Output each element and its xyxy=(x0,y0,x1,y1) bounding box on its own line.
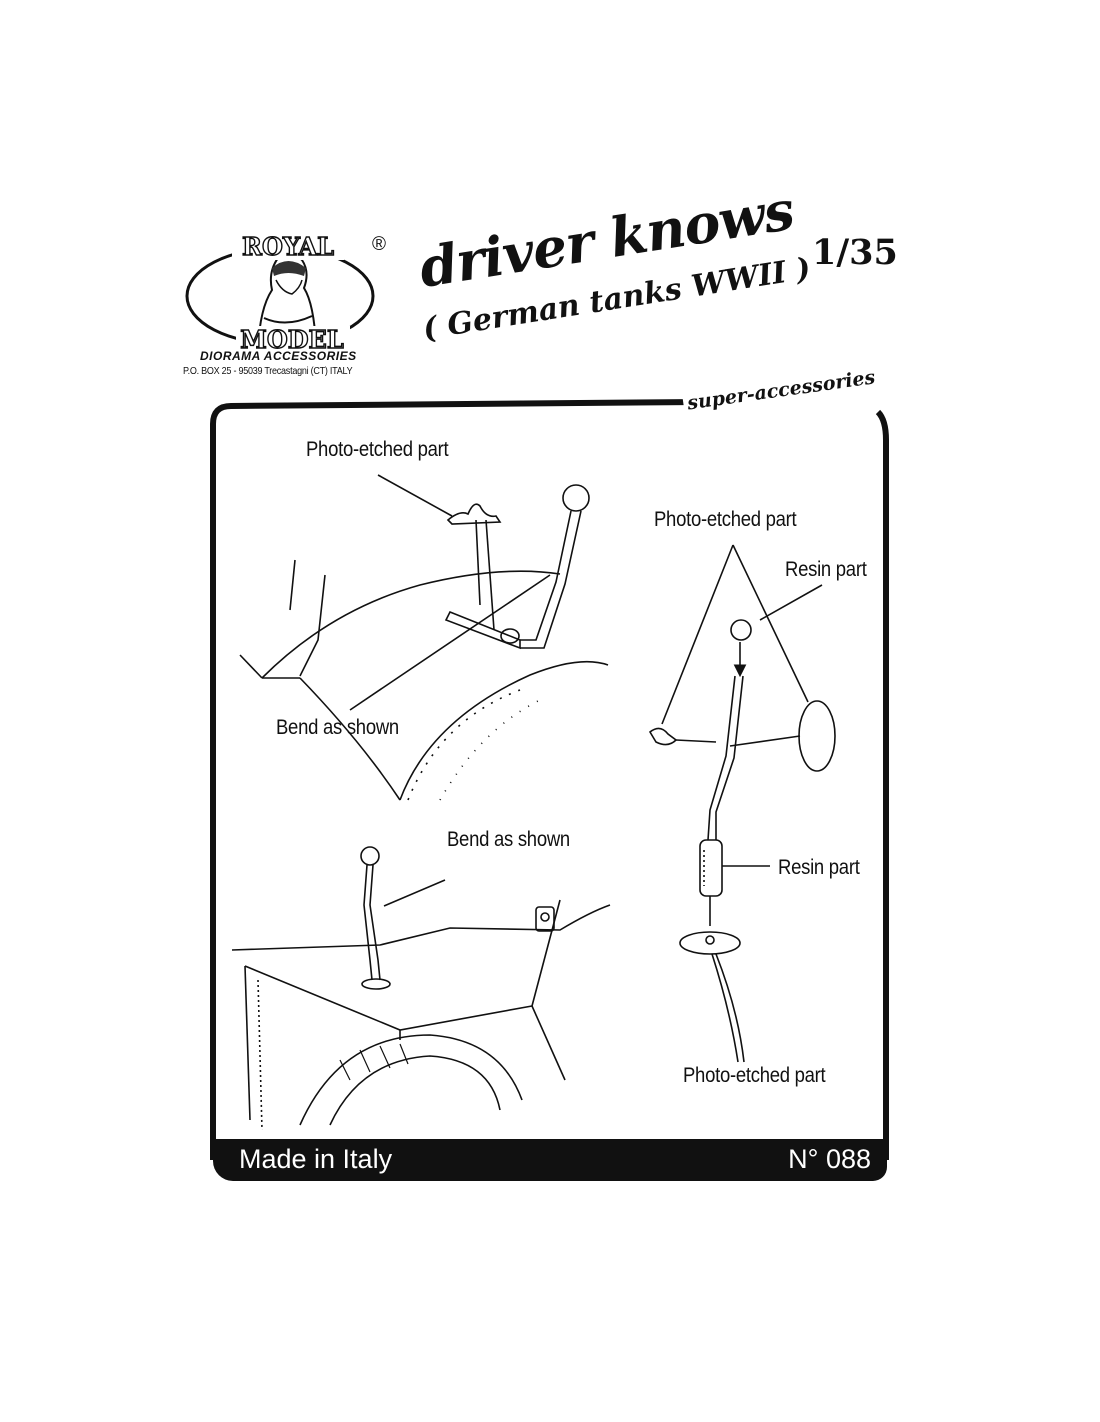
footer-bar: Made in Italy N° 088 xyxy=(213,1139,887,1181)
royal-model-logo: ROYAL MODEL xyxy=(185,231,375,355)
made-in-italy: Made in Italy xyxy=(239,1144,393,1174)
brand-subtitle: DIORAMA ACCESSORIES xyxy=(200,349,357,363)
registered-mark: ® xyxy=(372,234,386,255)
brand-address: P.O. BOX 25 - 95039 Trecastagni (CT) ITA… xyxy=(183,365,353,377)
label-photo-etched-right: Photo-etched part xyxy=(654,508,797,531)
product-number: N° 088 xyxy=(788,1144,871,1174)
brand-name-top: ROYAL xyxy=(242,232,334,261)
label-bend-as-shown-1: Bend as shown xyxy=(276,716,399,739)
label-resin-part-top: Resin part xyxy=(785,558,867,581)
label-photo-etched-top-left: Photo-etched part xyxy=(306,438,449,461)
brand-name-bottom: MODEL xyxy=(240,325,344,354)
label-photo-etched-bottom: Photo-etched part xyxy=(683,1064,826,1087)
label-bend-as-shown-2: Bend as shown xyxy=(447,828,570,851)
scale-label: 1/35 xyxy=(812,232,898,273)
label-resin-part-mid: Resin part xyxy=(778,856,860,879)
